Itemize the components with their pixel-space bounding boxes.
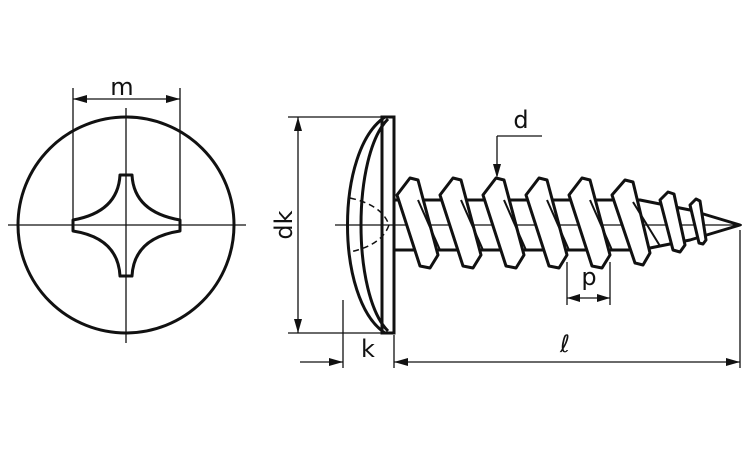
m-arrow-left: [73, 95, 87, 103]
k-label: k: [361, 335, 375, 363]
head-bearing-face: [380, 115, 396, 335]
p-arrow-left: [567, 294, 580, 302]
recess-hidden-line: [349, 197, 390, 253]
head-dome: [346, 115, 386, 335]
dk-label: dk: [270, 210, 298, 239]
screw-side-view: dk d p k ℓ: [270, 106, 742, 368]
p-arrow-right: [597, 294, 610, 302]
d-label: d: [513, 106, 528, 134]
dk-arrow-bottom: [294, 319, 302, 333]
length-arrow-right: [726, 358, 740, 366]
thread-crests: [395, 176, 708, 270]
head-top-view: m: [8, 73, 246, 343]
k-arrow: [329, 358, 343, 366]
phillips-recess-icon: [71, 173, 182, 278]
d-arrow: [493, 164, 501, 178]
dk-arrow-top: [294, 117, 302, 131]
head-dome-inner: [359, 117, 390, 333]
m-label: m: [110, 73, 133, 101]
m-arrow-right: [166, 95, 180, 103]
p-label: p: [581, 263, 596, 291]
thread-helix-lines: [417, 199, 661, 251]
length-label: ℓ: [559, 330, 570, 358]
length-arrow-left: [394, 358, 408, 366]
